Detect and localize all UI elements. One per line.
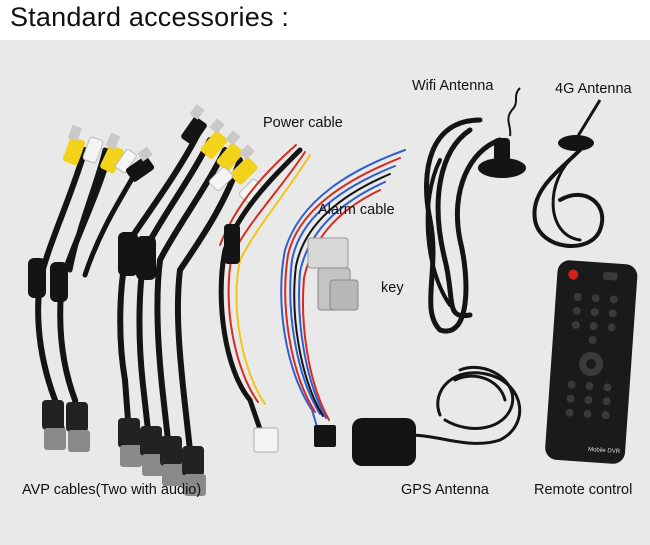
gps-antenna-puck (352, 418, 416, 466)
4g-antenna-base (558, 135, 594, 151)
power-connector (253, 427, 279, 453)
rca-plugs-left (62, 124, 155, 182)
label-power-cable: Power cable (263, 115, 343, 131)
label-gps-antenna: GPS Antenna (401, 482, 489, 498)
splitter-block (118, 232, 138, 276)
label-key: key (381, 280, 404, 296)
header-bar: Standard accessories : (0, 0, 650, 40)
label-avp-cables: AVP cables(Two with audio) (22, 482, 202, 498)
aviation-connectors-middle (118, 418, 206, 496)
splitter-block (28, 258, 46, 298)
power-cable (218, 144, 311, 438)
label-remote-control: Remote control (534, 482, 633, 498)
fuse-holder (224, 224, 240, 264)
wifi-antenna (424, 117, 503, 334)
page-title: Standard accessories : (10, 2, 290, 32)
label-alarm-cable: Alarm cable (318, 202, 395, 218)
4g-antenna (532, 148, 605, 248)
aviation-connectors-left (42, 400, 90, 452)
accessories-photo: AVP cables(Two with audio) Power cable A… (0, 40, 650, 545)
alarm-cable (280, 149, 406, 431)
alarm-connector (314, 425, 336, 447)
splitter-block (50, 262, 68, 302)
gps-antenna-cable (408, 365, 522, 445)
remote-control (545, 260, 638, 464)
splitter-block (136, 236, 156, 280)
key-set (307, 237, 359, 311)
label-wifi-antenna: Wifi Antenna (412, 78, 494, 94)
accessories-illustration (28, 87, 638, 496)
label-4g-antenna: 4G Antenna (555, 81, 632, 97)
